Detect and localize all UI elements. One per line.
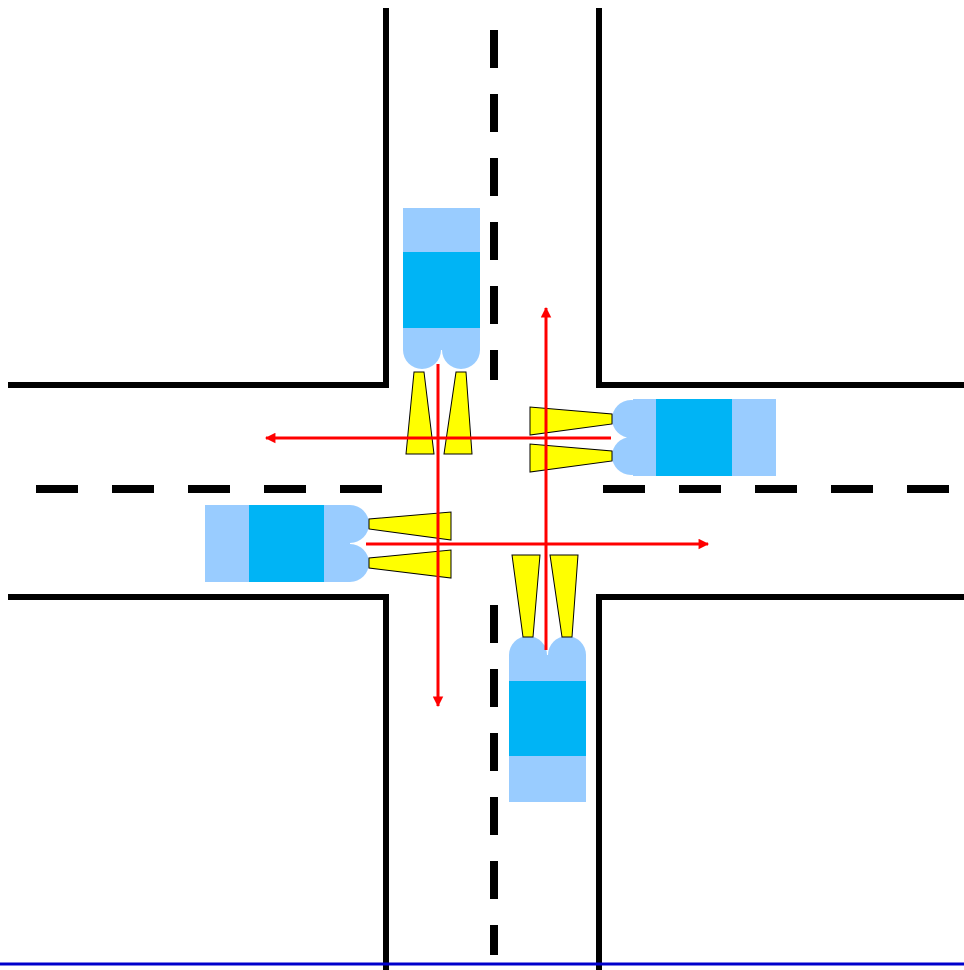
car-cabin (509, 681, 586, 758)
car-front-bumper-bottom (612, 437, 650, 475)
car-front-bumper-left (403, 331, 441, 369)
car-front-bumper-top (612, 400, 650, 438)
headlight-beam-icon (368, 511, 452, 541)
headlight-beam-icon (511, 554, 541, 638)
car-cabin (249, 505, 326, 582)
car-from-west (205, 505, 452, 582)
path-arrows (264, 306, 710, 708)
car-rear (730, 399, 776, 476)
car-rear (509, 756, 586, 802)
car-rear (205, 505, 251, 582)
car-rear (403, 208, 480, 254)
car-front-bumper-top (331, 505, 369, 543)
car-front-bumper-right (442, 331, 480, 369)
car-front-bumper-bottom (331, 544, 369, 582)
headlight-beam-icon (405, 371, 435, 455)
headlight-beam-icon (443, 371, 473, 455)
car-front-bumper-left (509, 636, 547, 674)
car-cabin (655, 399, 732, 476)
curb-top-left (8, 8, 389, 388)
headlight-beam-icon (549, 554, 579, 638)
headlight-beam-icon (368, 549, 452, 579)
car-from-south (509, 554, 586, 802)
curbs (8, 8, 964, 970)
car-from-east (529, 399, 776, 476)
curb-bottom-left (8, 594, 389, 970)
curb-top-right (596, 8, 964, 388)
car-front-bumper-right (548, 636, 586, 674)
car-cabin (403, 252, 480, 329)
lane-markings (36, 30, 955, 955)
car-from-north (403, 208, 480, 455)
headlight-beam-icon (529, 443, 613, 473)
headlight-beam-icon (529, 406, 613, 436)
curb-bottom-right (596, 594, 964, 970)
